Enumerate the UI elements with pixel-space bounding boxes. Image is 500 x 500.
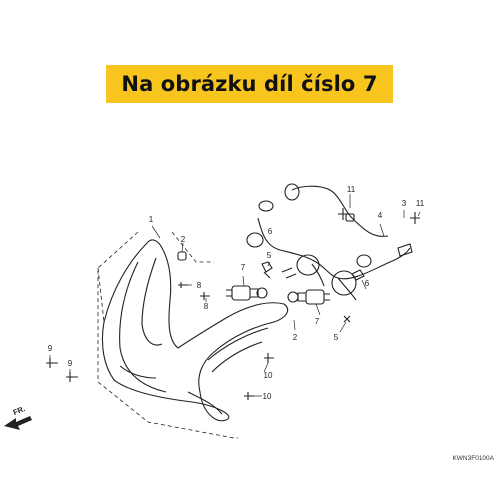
callout-9: 9 — [67, 359, 73, 368]
callout-6: 6 — [267, 227, 273, 236]
callout-8: 8 — [203, 302, 209, 311]
callout-5: 5 — [333, 333, 339, 342]
bulb-socket-right — [287, 289, 330, 305]
callout-7: 7 — [240, 263, 246, 272]
front-direction-arrow — [4, 416, 32, 430]
headlight-housing — [101, 239, 289, 422]
banner-text: Na obrázku díl číslo 7 — [121, 72, 378, 96]
callout-6: 6 — [364, 279, 370, 288]
callout-1: 1 — [148, 215, 154, 224]
callout-4: 4 — [377, 211, 383, 220]
callout-2: 2 — [180, 235, 186, 244]
callout-2: 2 — [292, 333, 298, 342]
callout-11: 11 — [346, 185, 356, 194]
callout-5: 5 — [266, 251, 272, 260]
bulb-socket-left — [226, 285, 268, 301]
callout-10: 10 — [263, 371, 273, 380]
callout-8: 8 — [196, 281, 202, 290]
callout-10: 10 — [262, 392, 272, 401]
wire-harness — [257, 217, 411, 280]
callout-9: 9 — [47, 344, 53, 353]
diagram-code: KWN3F0100A — [452, 455, 494, 462]
callout-7: 7 — [314, 317, 320, 326]
title-banner: Na obrázku díl číslo 7 — [106, 65, 393, 103]
callout-3: 3 — [401, 199, 407, 208]
callout-11: 11 — [415, 199, 425, 208]
